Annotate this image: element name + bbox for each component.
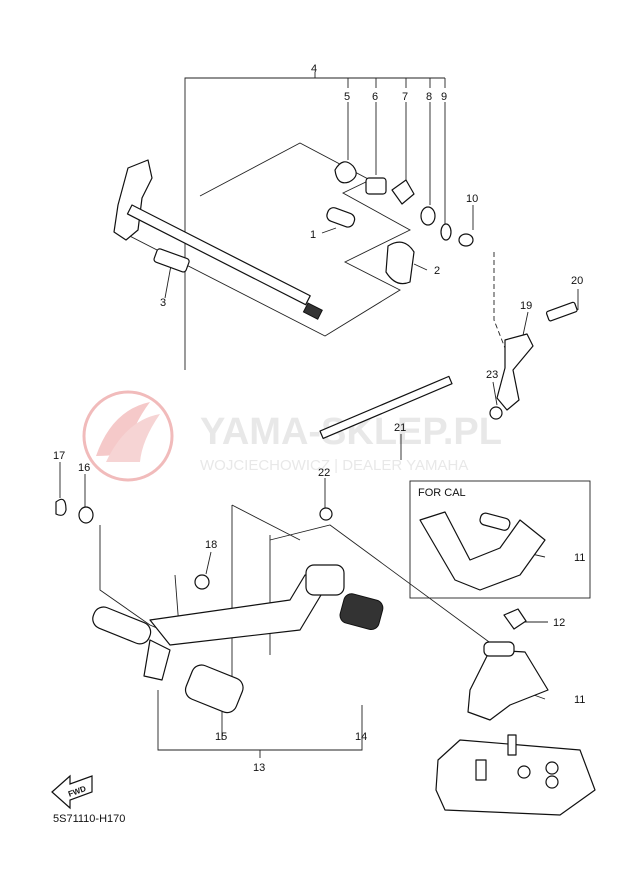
callout-23: 23 bbox=[486, 369, 498, 381]
callout-12: 12 bbox=[553, 617, 565, 629]
callout-9: 9 bbox=[441, 91, 447, 103]
callout-5: 5 bbox=[344, 91, 350, 103]
callout-16: 16 bbox=[78, 462, 90, 474]
callout-8: 8 bbox=[426, 91, 432, 103]
callout-21: 21 bbox=[394, 422, 406, 434]
callout-15: 15 bbox=[215, 731, 227, 743]
callout-4-bracket bbox=[184, 72, 446, 370]
callout-7: 7 bbox=[402, 91, 408, 103]
for-cal-inset: FOR CAL bbox=[409, 480, 591, 599]
yamaha-logo-watermark bbox=[82, 390, 174, 482]
callout-6: 6 bbox=[372, 91, 378, 103]
footrest-bracket bbox=[435, 608, 596, 816]
callout-2: 2 bbox=[434, 265, 440, 277]
callout-20: 20 bbox=[571, 275, 583, 287]
small-parts bbox=[55, 161, 578, 590]
diagram-code: 5S71110-H170 bbox=[53, 813, 125, 825]
callout-11-inset: 11 bbox=[574, 552, 585, 564]
callout-13: 13 bbox=[253, 762, 265, 774]
callout-4: 4 bbox=[311, 63, 317, 75]
callout-17: 17 bbox=[53, 450, 65, 462]
shift-pedal bbox=[92, 564, 384, 714]
callout-22: 22 bbox=[318, 467, 330, 479]
fwd-arrow-icon: FWD bbox=[51, 774, 93, 810]
callout-11: 11 bbox=[574, 694, 585, 706]
callout-labels: 4 5 6 7 8 9 10 1 2 3 20 19 23 21 22 17 1… bbox=[53, 63, 585, 774]
callout-1: 1 bbox=[310, 229, 316, 241]
callout-10: 10 bbox=[466, 193, 478, 205]
callout-3: 3 bbox=[160, 297, 166, 309]
watermark-subtitle: WOJCIECHOWICZ | DEALER YAMAHA bbox=[200, 457, 468, 474]
callout-19: 19 bbox=[520, 300, 532, 312]
callout-14: 14 bbox=[355, 731, 367, 743]
inset-title: FOR CAL bbox=[418, 487, 466, 499]
callout-18: 18 bbox=[205, 539, 217, 551]
watermark: YAMA-SKLEP.PL WOJCIECHOWICZ | DEALER YAM… bbox=[82, 390, 502, 482]
shift-shaft-assembly bbox=[113, 159, 323, 320]
